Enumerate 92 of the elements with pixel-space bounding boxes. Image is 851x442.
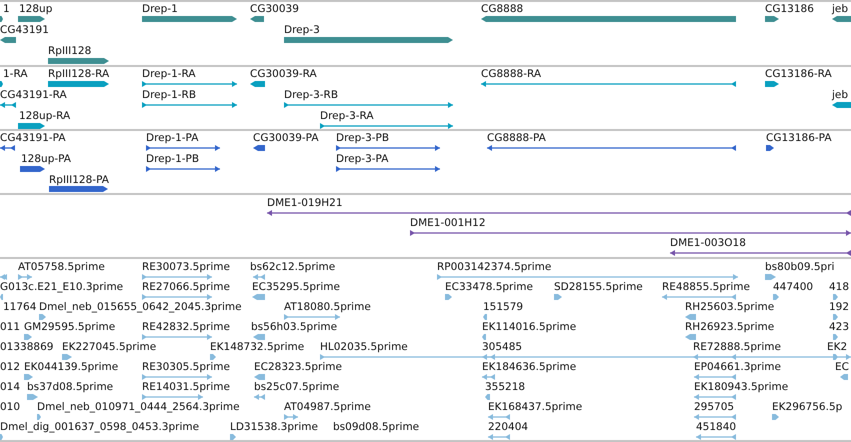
- feature-label: Drep-3-RB: [284, 89, 338, 102]
- feature-label: RE30073.5prime: [142, 261, 230, 274]
- feature-label: EK168437.5prime: [488, 401, 582, 414]
- feature-label: 220404: [488, 421, 528, 434]
- feature-label: 11764: [3, 301, 36, 314]
- feature-label: 128up: [19, 3, 52, 16]
- feature-label: EK2: [827, 341, 848, 354]
- feature-label: 295705: [694, 401, 734, 414]
- feature-label: EK180943.5prime: [694, 381, 788, 394]
- feature-label: Drep-1-RA: [142, 68, 196, 81]
- feature-label: EK044139.5prime: [24, 361, 118, 374]
- feature-label: EK148732.5prime: [210, 341, 304, 354]
- feature-label: SD28155.5prime: [554, 281, 643, 294]
- feature-label: AT18080.5prime: [284, 301, 371, 314]
- feature-label: RH25603.5prime: [685, 301, 774, 314]
- feature-label: RpIII128: [48, 45, 92, 58]
- feature-label: Drep-1-RB: [142, 89, 196, 102]
- feature-label: CG13186: [765, 3, 814, 16]
- feature-label: 447400: [773, 281, 814, 294]
- feature-label: 01338869: [0, 341, 54, 354]
- feature-label: RpIII128-RA: [48, 68, 110, 81]
- feature-label: Drep-3-PB: [336, 132, 390, 145]
- feature-label: 418: [829, 281, 850, 294]
- feature-label: RE14031.5prime: [142, 381, 230, 394]
- feature-label: Drep-3: [284, 24, 320, 37]
- feature-label: RE30305.5prime: [142, 361, 230, 374]
- feature-label: DME1-001H12: [410, 217, 486, 230]
- feature-label: RE42832.5prime: [142, 321, 230, 334]
- feature-label: 128up-RA: [19, 110, 70, 123]
- feature-label: Drep-1-PA: [146, 132, 198, 145]
- feature-label: CG43191-PA: [0, 132, 66, 145]
- feature-label: RP003142374.5prime: [437, 261, 552, 274]
- feature-label: CG8888: [481, 3, 524, 16]
- feature-label: Drep-3-PA: [336, 153, 388, 166]
- feature-label: CG43191-RA: [0, 89, 67, 102]
- feature-label: 128up-PA: [21, 153, 71, 166]
- feature-label: CG30039-PA: [253, 132, 319, 145]
- feature-label: bs80b09.5pri: [765, 261, 834, 274]
- feature-label: 423: [829, 321, 850, 334]
- feature-label: bs25c07.5prime: [254, 381, 340, 394]
- feature-label: EK296756.5p: [772, 401, 842, 414]
- feature-label: RE72888.5prime: [693, 341, 781, 354]
- feature-label: EC35295.5prime: [252, 281, 340, 294]
- feature-label: EK227045.5prime: [62, 341, 156, 354]
- feature-label: 014: [0, 381, 20, 394]
- feature-label: Drep-1: [142, 3, 178, 16]
- feature-label: CG13186-PA: [766, 132, 832, 145]
- feature-label: CG8888-PA: [487, 132, 546, 145]
- feature-label: 012: [0, 361, 20, 374]
- feature-label: RE48855.5prime: [662, 281, 750, 294]
- feature-label: EC28323.5prime: [254, 361, 342, 374]
- feature-label: bs62c12.5prime: [250, 261, 336, 274]
- feature-label: bs37d08.5prime: [27, 381, 114, 394]
- feature-label: Dmel_dig_001637_0598_0453.3prime: [0, 421, 200, 434]
- feature-label: jeb: [832, 3, 848, 16]
- feature-label: AT05758.5prime: [18, 261, 105, 274]
- feature-label: EP04661.3prime: [694, 361, 781, 374]
- feature-label: jeb: [832, 89, 848, 102]
- feature-label: 010: [0, 401, 20, 414]
- feature-label: RE27066.5prime: [142, 281, 230, 294]
- feature-label: AT04987.5prime: [284, 401, 371, 414]
- feature-label: 451840: [696, 421, 736, 434]
- feature-label: EC: [835, 361, 849, 374]
- feature-label: Drep-3-RA: [320, 110, 374, 123]
- feature-label: CG13186-RA: [765, 68, 832, 81]
- feature-label: 011: [0, 321, 20, 334]
- feature-label: 1: [3, 3, 10, 16]
- feature-label: Drep-1-PB: [146, 153, 200, 166]
- feature-label: EK114016.5prime: [482, 321, 576, 334]
- feature-label: bs09d08.5prime: [333, 421, 420, 434]
- feature-label: bs56h03.5prime: [251, 321, 338, 334]
- feature-label: DME1-003O18: [670, 237, 746, 250]
- feature-label: EC33478.5prime: [445, 281, 533, 294]
- feature-label: 192: [829, 301, 850, 314]
- feature-label: 305485: [482, 341, 522, 354]
- feature-label: CG30039: [250, 3, 299, 16]
- feature-label: Dmel_neb_015655_0642_2045.3prime: [39, 301, 242, 314]
- feature-label: LD31538.3prime: [230, 421, 318, 434]
- feature-label: 151579: [483, 301, 524, 314]
- feature-label: 355218: [485, 381, 526, 394]
- feature-label: RpIII128-PA: [49, 174, 109, 187]
- feature-label: HL02035.5prime: [320, 341, 408, 354]
- feature-label: EK184636.5prime: [482, 361, 576, 374]
- feature-label: CG30039-RA: [250, 68, 317, 81]
- feature-label: CG43191: [0, 24, 49, 37]
- feature-label: CG8888-RA: [481, 68, 542, 81]
- feature-label: GM29595.5prime: [24, 321, 116, 334]
- feature-label: G013c.E21_E10.3prime: [0, 281, 124, 294]
- feature-label: 1-RA: [3, 68, 28, 81]
- feature-label: DME1-019H21: [267, 197, 343, 210]
- feature-label: RH26923.5prime: [685, 321, 774, 334]
- feature-label: Dmel_neb_010971_0444_2564.3prime: [37, 401, 240, 414]
